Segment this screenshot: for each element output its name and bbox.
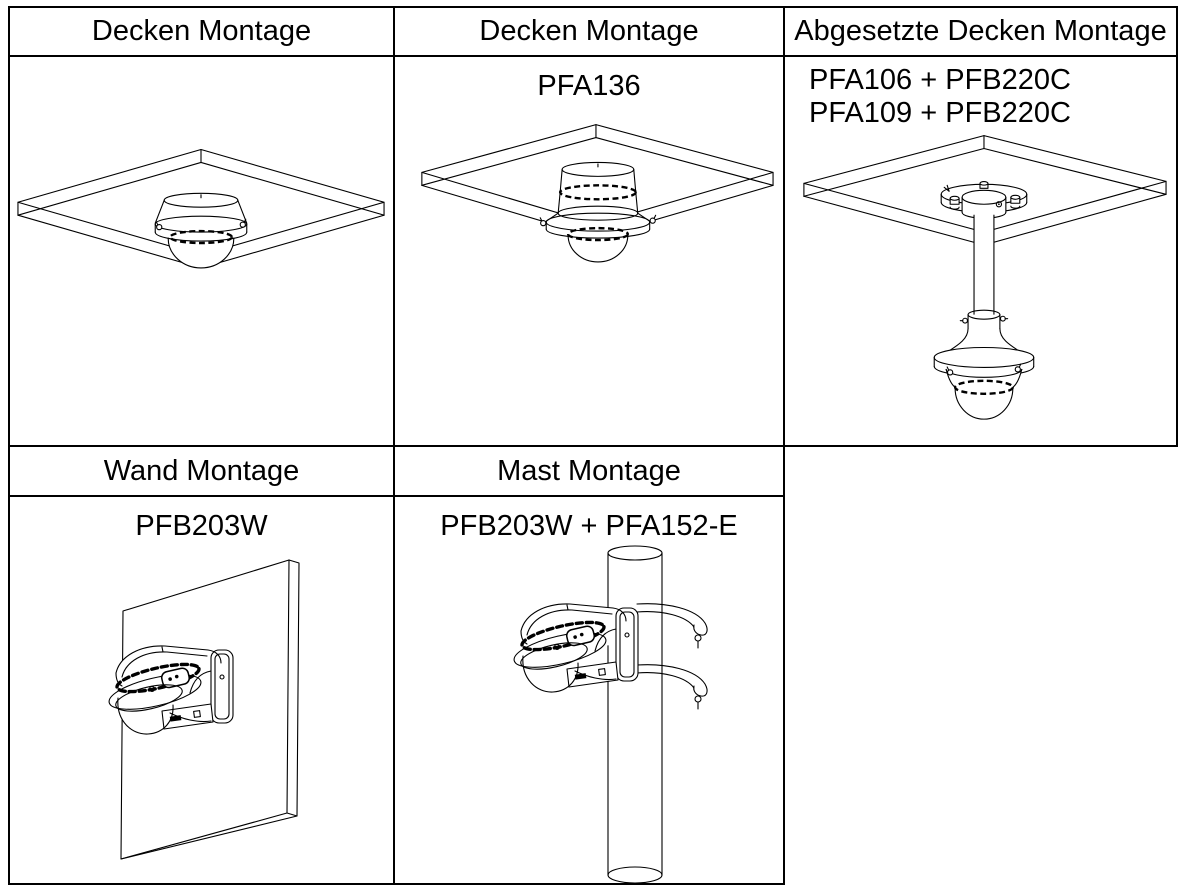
wall-panel bbox=[120, 559, 300, 860]
model-number: PFA106 + PFB220C bbox=[809, 64, 1071, 96]
pole-strap-upper bbox=[636, 603, 708, 649]
dome-camera-with-junction-box bbox=[539, 161, 657, 263]
model-number: PFA109 + PFB220C bbox=[809, 97, 1071, 129]
header-offset-ceiling-mount: Abgesetzte Decken Montage bbox=[785, 8, 1176, 57]
cell-pendant-mount: PFA106 + PFB220C PFA109 + PFB220C bbox=[785, 57, 1176, 445]
model-number: PFB203W + PFA152-E bbox=[440, 510, 738, 542]
plate-screw bbox=[949, 195, 960, 210]
header-label: Mast Montage bbox=[497, 454, 681, 487]
cell-pole-mount: PFB203W + PFA152-E bbox=[395, 497, 785, 883]
cell-ceiling-mount-pfa136: PFA136 bbox=[395, 57, 785, 445]
plate-screw bbox=[979, 181, 989, 189]
dome-camera bbox=[945, 363, 1023, 420]
model-numbers: PFA106 + PFB220C PFA109 + PFB220C bbox=[785, 57, 1176, 130]
header-wall-mount: Wand Montage bbox=[10, 447, 395, 497]
header-ceiling-mount-1: Decken Montage bbox=[10, 8, 395, 57]
ceiling-mount-adapter-illustration bbox=[421, 124, 774, 263]
cell-wall-mount: PFB203W bbox=[10, 497, 395, 883]
model-number: PFB203W bbox=[135, 510, 268, 542]
mounting-pole bbox=[973, 214, 995, 316]
screw-slot-right bbox=[649, 214, 657, 224]
dome-camera-on-pole-bracket bbox=[509, 602, 640, 694]
model-numbers: PFB203W + PFA152-E bbox=[395, 497, 783, 543]
header-label: Wand Montage bbox=[103, 454, 300, 487]
model-numbers: PFB203W bbox=[10, 497, 393, 543]
cell-ceiling-mount bbox=[10, 57, 395, 445]
pendant-mount-illustration bbox=[803, 135, 1167, 420]
pole-mount-illustration bbox=[509, 545, 708, 883]
model-numbers: PFA136 bbox=[395, 57, 783, 103]
screw-slot-left bbox=[946, 366, 954, 376]
pole-strap-lower bbox=[636, 664, 708, 710]
screw-slot-left bbox=[155, 221, 163, 231]
header-pole-mount: Mast Montage bbox=[395, 447, 785, 497]
wall-pole-mounts-table: Wand Montage Mast Montage PFB203W bbox=[8, 445, 785, 885]
model-number: PFA136 bbox=[537, 70, 641, 102]
header-label: Decken Montage bbox=[91, 15, 312, 47]
screw-slot-right bbox=[1014, 363, 1022, 373]
dome-camera bbox=[151, 192, 251, 269]
dome-camera-on-wall-bracket bbox=[104, 644, 235, 736]
ceiling-mounts-table: Decken Montage Decken Montage Abgesetzte… bbox=[8, 6, 1178, 447]
wall-mount-illustration bbox=[104, 559, 300, 860]
mast-pole bbox=[607, 545, 663, 883]
plate-screw bbox=[1010, 194, 1021, 209]
header-label: Abgesetzte Decken Montage bbox=[794, 15, 1167, 47]
header-label: Decken Montage bbox=[479, 15, 699, 47]
screw-slot-left bbox=[539, 217, 547, 227]
header-ceiling-mount-2: Decken Montage bbox=[395, 8, 785, 57]
ceiling-mount-illustration bbox=[17, 148, 385, 269]
screw-slot-right bbox=[239, 218, 247, 228]
